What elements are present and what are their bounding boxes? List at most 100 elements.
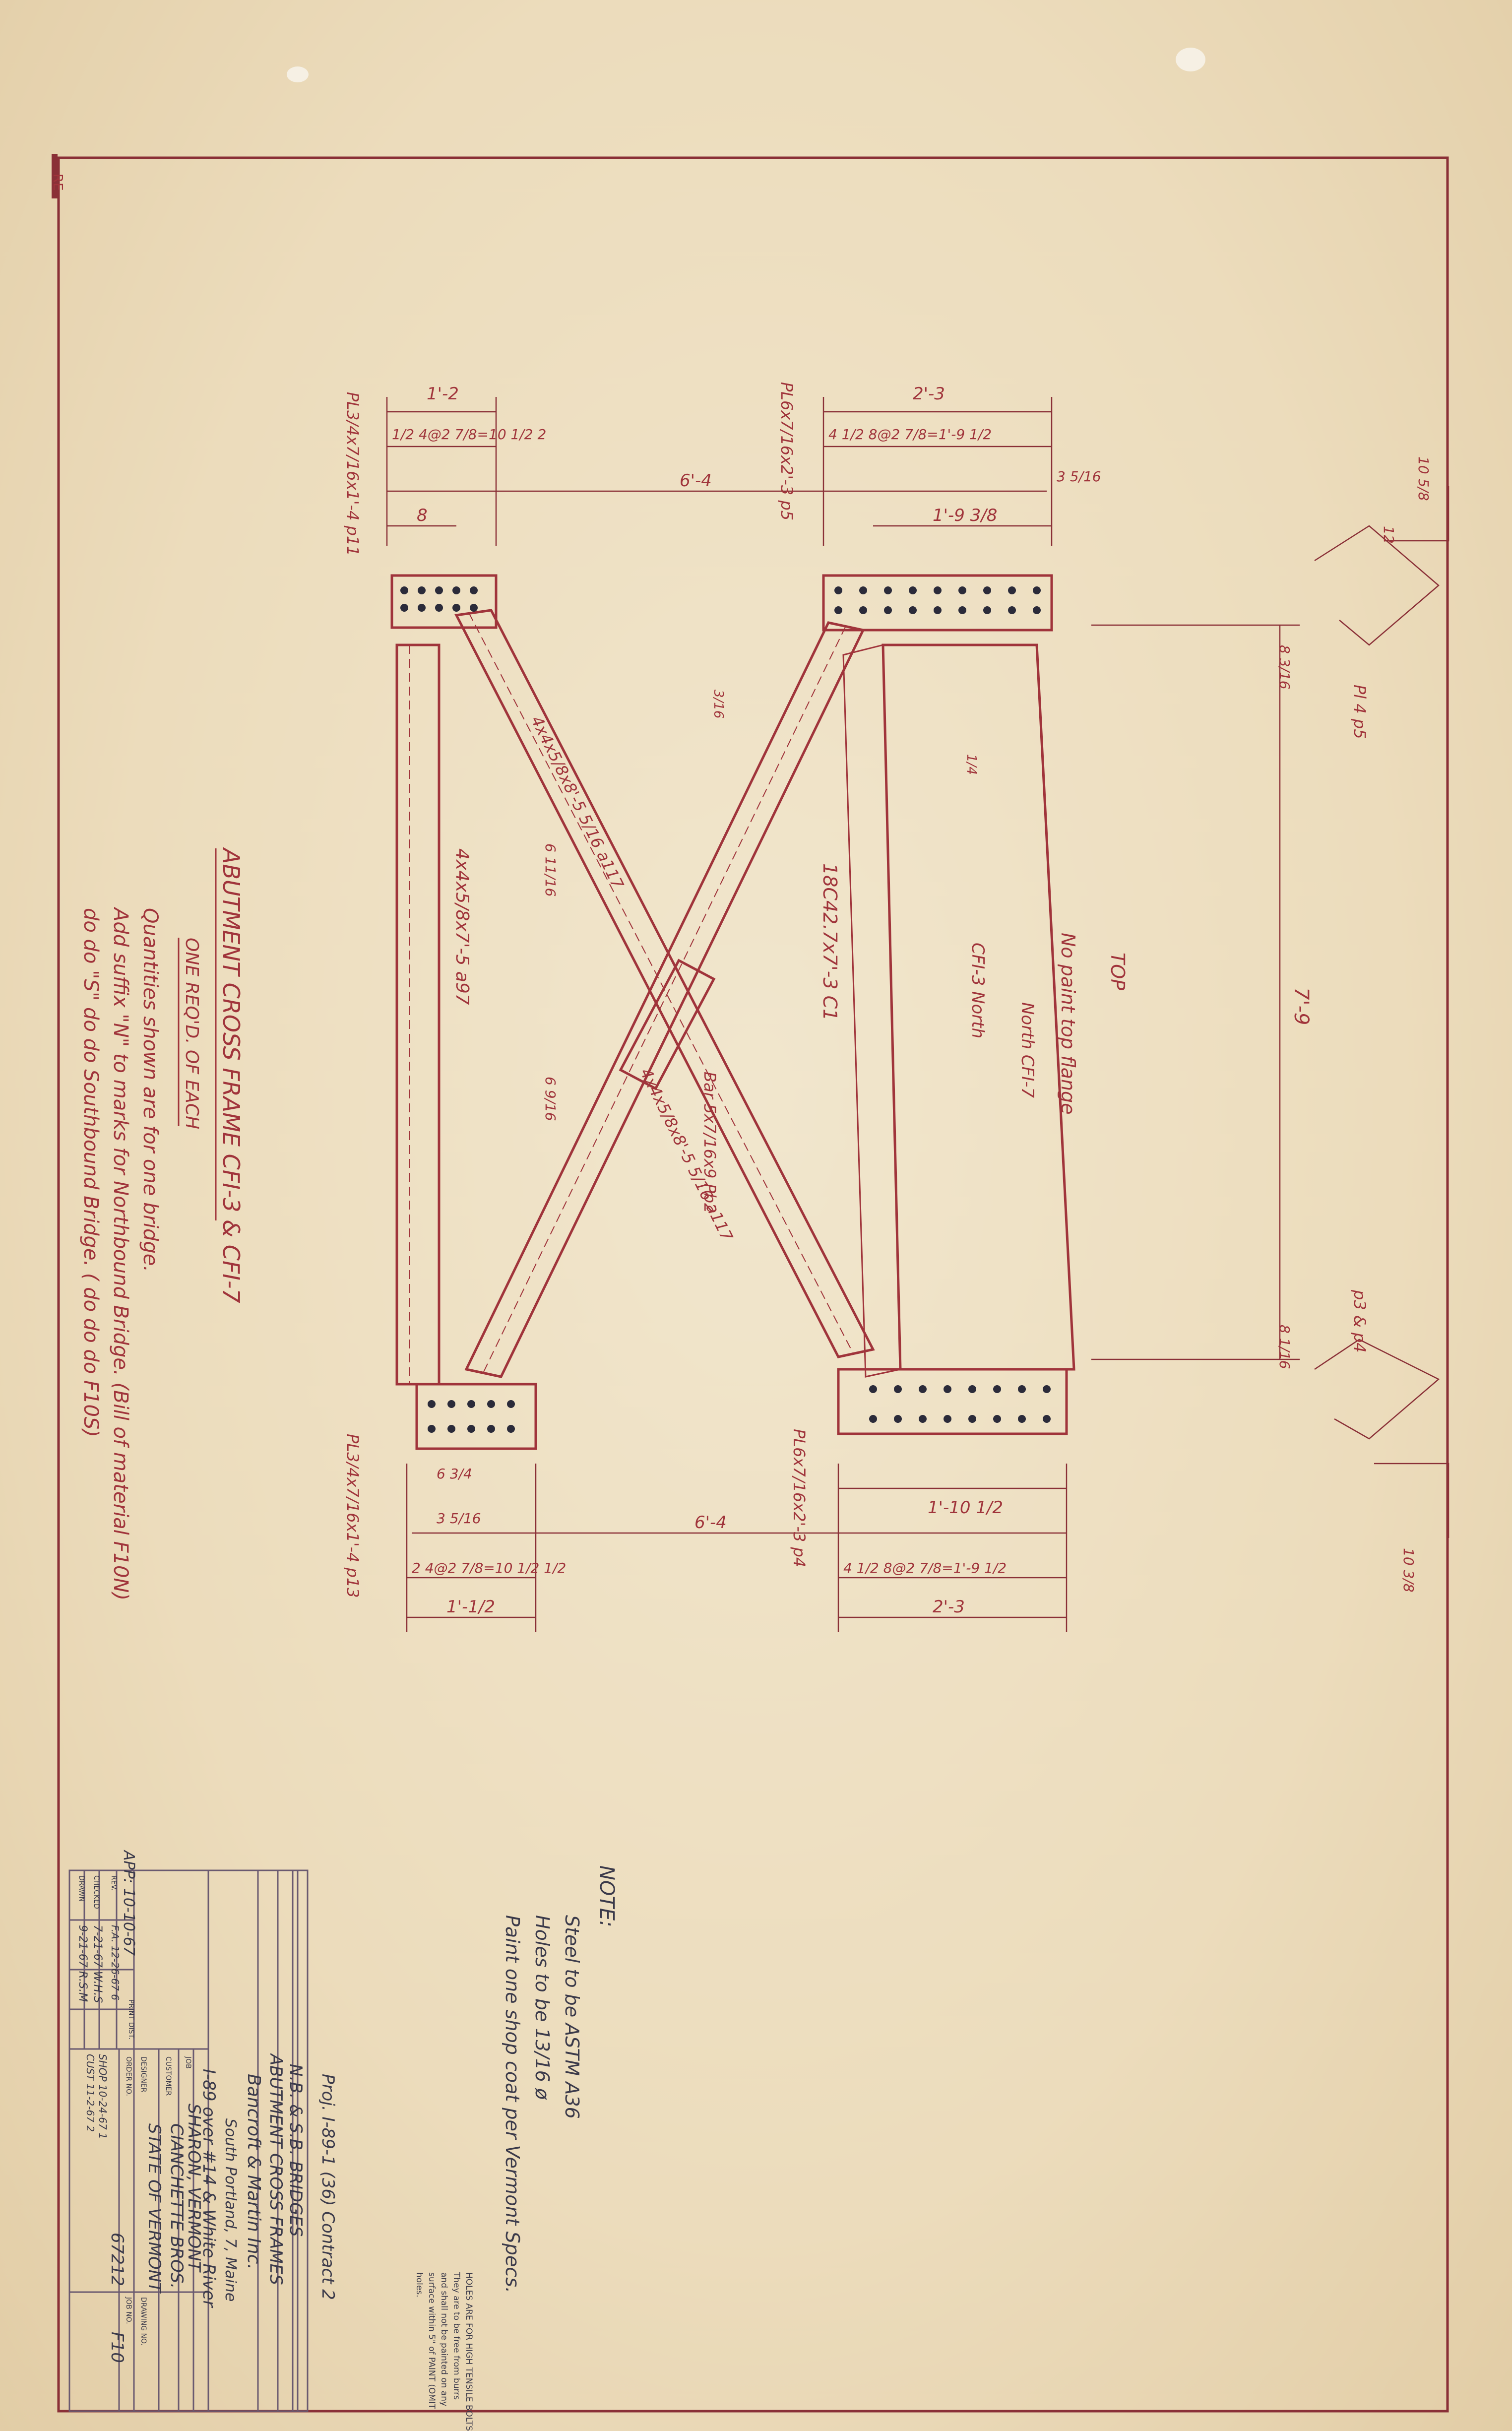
diagonal-angle-1 (454, 609, 875, 1358)
no-paint-label: No paint top flange (1057, 933, 1079, 1115)
holes-upper-left (400, 586, 478, 612)
dim-top-left-width: 1'-2 (427, 384, 459, 404)
title-block: APP: 10-10-67 DRAWN CHECKED REV. 9-21-67… (68, 1850, 338, 2412)
upper-right-plate (822, 574, 1053, 632)
location: SHARON, VERMONT (184, 2104, 204, 2273)
label-print: PRINT DIST. (127, 1999, 135, 2040)
holes-upper-right (834, 586, 1041, 614)
project-number: Proj. I-89-1 (36) Contract 2 (318, 2074, 338, 2300)
svg-text:and shall not be painted on an: and shall not be painted on any (439, 2272, 449, 2406)
mark-channel: 18C42.7x7'-3 C1 (819, 863, 841, 1021)
label-job-no: JOB NO. (125, 2297, 132, 2324)
svg-text:surface within 5" of PAINT (OM: surface within 5" of PAINT (OMIT (427, 2272, 437, 2409)
label-drawing: DRAWING NO. (139, 2297, 147, 2346)
north-label-2: CFI-3 North (968, 943, 988, 1038)
upper-left-plate (390, 574, 498, 629)
approved-date: APP: 10-10-67 (120, 1850, 137, 1956)
quantities-line-3: do do "S" do do Southbound Bridge. ( do … (79, 908, 102, 1437)
general-note: NOTE: Steel to be ASTM A36 Holes to be 1… (502, 1865, 618, 2293)
corner-mark (52, 154, 58, 198)
customer: CIANCHETTE BROS. (167, 2123, 187, 2289)
print-dist-2: SHOP 10-24-67 1 (97, 2054, 109, 2139)
label-job: JOB (184, 2056, 192, 2069)
dim-bot-right-width: 2'-3 (933, 1597, 965, 1617)
label-drawn: DRAWN (77, 1875, 85, 1902)
diagonal-angle-2 (464, 621, 865, 1378)
svg-text:HOLES ARE FOR HIGH TENSILE BOL: HOLES ARE FOR HIGH TENSILE BOLTS (464, 2272, 474, 2431)
lower-right-plate (837, 1368, 1068, 1435)
dimension-lines (386, 397, 1449, 1632)
drawn-value: 9-21-67 R.S.M (76, 1925, 89, 2002)
dim-top-right-holes: 4 1/2 8@2 7/8=1'-9 1/2 (828, 426, 992, 443)
weld-symbol: 1/4 (964, 754, 979, 775)
svg-text:They are to be free from burrs: They are to be free from burrs (451, 2272, 461, 2400)
company-name: Bancroft & Martin Inc. (244, 2074, 264, 2270)
drawing-title: ABUTMENT CROSS FRAME CFI-3 & CFI-7 (218, 847, 245, 1303)
corner-mark-text: RE (50, 174, 65, 191)
punch-hole (1176, 48, 1205, 71)
label-order: ORDER NO. (125, 2056, 132, 2096)
dim-right-8-top: 8 3/16 (1276, 645, 1293, 690)
mark-bar: Bar 5x7/16x9 Pb2 (700, 1072, 719, 1213)
top-label: TOP (1107, 953, 1129, 990)
sheet-border (57, 156, 1449, 2413)
dim-bot-left-width: 1'-1/2 (446, 1597, 495, 1617)
dim-bot-left-6: 6 3/4 (437, 1466, 472, 1482)
quantities-line-1: Quantities shown are for one bridge. (139, 908, 162, 1272)
lower-left-plate (415, 1383, 537, 1450)
dim-bevel-bot: 6 9/16 (542, 1077, 559, 1121)
quantities-line-2: Add suffix "N" to marks for Northbound B… (109, 906, 132, 1600)
print-dist-1: F.A. 12-26-67 6 (109, 1925, 121, 2000)
dim-height: 7'-9 (1290, 987, 1313, 1025)
drawing-subtitle: ONE REQ'D. OF EACH (182, 938, 202, 1129)
dim-slope-top: 10 5/8 (1415, 456, 1432, 501)
job: I-89 over #14 & White River (199, 2069, 219, 2308)
print-dist-3: CUST 11-2-67 2 (84, 2054, 96, 2132)
holes-lower-right (869, 1385, 1051, 1423)
dim-slope-bottom: 10 3/8 (1400, 1548, 1417, 1593)
note-line-2: Holes to be 13/16 ø (531, 1915, 553, 2100)
title-line-2: ABUTMENT CROSS FRAMES (266, 2053, 286, 2285)
dim-bot-left-3: 3 5/16 (437, 1510, 481, 1527)
label-checked: CHECKED (92, 1875, 100, 1909)
holes-lower-left (428, 1400, 515, 1433)
dim-bot-right-inner: 1'-10 1/2 (928, 1498, 1003, 1518)
bolt-holes (400, 586, 1051, 1433)
note-line-1: Steel to be ASTM A36 (561, 1915, 583, 2119)
dim-bot-right-holes: 4 1/2 8@2 7/8=1'-9 1/2 (843, 1560, 1007, 1576)
mark-lower-right-plate: PL6x7/16x2'-3 p4 (790, 1429, 809, 1567)
dim-top-right-width: 2'-3 (913, 384, 945, 404)
mark-upper-left-plate: PL3/4x7/16x1'-4 p11 (343, 392, 362, 556)
north-label-1: North CFI-7 (1017, 1002, 1037, 1098)
dim-bot-left-holes: 2 4@2 7/8=10 1/2 1/2 (412, 1560, 566, 1576)
note-line-3: Paint one shop coat per Vermont Specs. (502, 1915, 523, 2293)
note-heading: NOTE: (595, 1865, 618, 1927)
label-designer: DESIGNER (139, 2056, 147, 2093)
label-rev: REV. (110, 1875, 118, 1891)
dim-top-right-3: 3 5/16 (1057, 468, 1101, 485)
title-line-1: N.B. & S.B. BRIDGES (286, 2064, 306, 2237)
cross-frame-drawing (390, 574, 1075, 1450)
dim-right-8-bot: 8 1/16 (1276, 1325, 1293, 1369)
mark-right-plates-bottom: p3 & p4 (1350, 1289, 1369, 1353)
dim-overall-top: 6'-4 (680, 471, 712, 491)
mark-lower-diag: 4x4x5/8x8'-5 5/16 a117 (636, 1065, 737, 1244)
checked-value: 7-21-67 W.H.S (91, 1925, 104, 2003)
dim-slope-12: 12 (1381, 526, 1397, 544)
dim-bevel-top: 6 11/16 (542, 843, 559, 896)
weld-callout: 3/16 (711, 690, 726, 718)
left-angle (395, 643, 441, 1386)
company-city: South Portland, 7, Maine (222, 2118, 239, 2302)
label-customer: CUSTOMER (164, 2056, 172, 2096)
mark-upper-right-plate: PL6x7/16x2'-3 p5 (777, 382, 796, 520)
dim-top-right-inner: 1'-9 3/8 (933, 506, 997, 525)
drawing-no: F10 (107, 2332, 127, 2363)
mark-right-plates-top: Pl 4 p5 (1350, 685, 1369, 739)
mark-left-angle: 4x4x5/8x7'-5 a97 (452, 848, 472, 1005)
designer: STATE OF VERMONT (144, 2123, 164, 2294)
mark-lower-left-plate: PL3/4x7/16x1'-4 p13 (343, 1434, 362, 1598)
order-no: 67212 (107, 2233, 127, 2286)
bar-plate (619, 959, 716, 1090)
dim-top-left-holes: 1/2 4@2 7/8=10 1/2 2 (392, 426, 546, 443)
